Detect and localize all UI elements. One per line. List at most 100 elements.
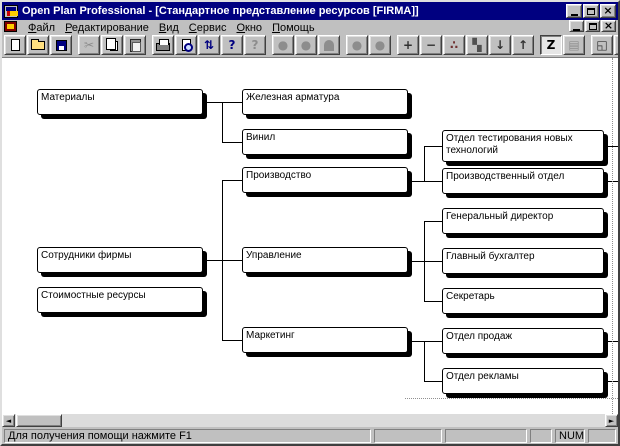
- minimize-button[interactable]: [566, 4, 582, 18]
- circle-icon: ●: [277, 38, 289, 52]
- link-nodes-button[interactable]: ∴: [443, 35, 465, 55]
- org-node-label: Винил: [246, 132, 276, 143]
- connector-line: [408, 181, 442, 182]
- org-node[interactable]: Секретарь: [442, 288, 604, 314]
- document-icon[interactable]: [4, 21, 17, 32]
- circle-button: ●: [272, 35, 294, 55]
- scroll-left-button[interactable]: ◄: [2, 414, 15, 427]
- status-panel: [530, 429, 552, 443]
- connector-line: [424, 146, 425, 181]
- connector-line: [222, 180, 223, 340]
- restore-icon: [587, 7, 595, 15]
- notes-icon: ▤: [568, 38, 580, 52]
- menu-item-file[interactable]: Файл: [28, 21, 56, 34]
- tile-window-icon: ◱: [596, 38, 608, 52]
- window-controls: ×: [566, 4, 616, 18]
- close-button[interactable]: ×: [600, 4, 616, 18]
- minimize-icon: [573, 28, 580, 31]
- steps-button[interactable]: ▚: [466, 35, 488, 55]
- status-panel: [588, 429, 616, 443]
- org-node[interactable]: Маркетинг: [242, 327, 408, 353]
- status-panel: [445, 429, 527, 443]
- circle-button: ●: [346, 35, 368, 55]
- title-bar: Open Plan Professional - [Стандартное пр…: [2, 2, 618, 20]
- close-icon: ×: [603, 19, 614, 32]
- org-node[interactable]: Винил: [242, 129, 408, 155]
- copy-icon: [105, 38, 118, 51]
- org-node-label: Маркетинг: [246, 330, 295, 341]
- status-bar: Для получения помощи нажмите F1 NUM: [2, 427, 618, 444]
- menu-item-edit[interactable]: Редактирование: [65, 21, 149, 34]
- toolbar-group: [4, 35, 72, 55]
- org-node[interactable]: Производство: [242, 167, 408, 193]
- help-button[interactable]: ?: [221, 35, 243, 55]
- org-node-label: Секретарь: [446, 291, 495, 302]
- connector-line: [408, 341, 442, 342]
- zoom-z-button[interactable]: Z: [540, 35, 562, 55]
- arrow-down-button[interactable]: ↓: [489, 35, 511, 55]
- circle-help-button: ●: [295, 35, 317, 55]
- update-arrows-button[interactable]: ⇅: [198, 35, 220, 55]
- mdi-child-controls: ×: [569, 20, 616, 32]
- new-document-button[interactable]: [4, 35, 26, 55]
- status-help-text: Для получения помощи нажмите F1: [4, 429, 371, 443]
- org-node[interactable]: Генеральный директор: [442, 208, 604, 234]
- org-node[interactable]: Материалы: [37, 89, 203, 115]
- plus-button[interactable]: +: [397, 35, 419, 55]
- close-button[interactable]: ×: [601, 20, 616, 32]
- connector-line: [608, 181, 618, 182]
- notes-button: ▤: [563, 35, 585, 55]
- scrollbar-track[interactable]: [15, 414, 605, 427]
- restore-button[interactable]: [583, 4, 599, 18]
- scroll-right-button[interactable]: ►: [605, 414, 618, 427]
- org-node[interactable]: Сотрудники фирмы: [37, 247, 203, 273]
- connector-line: [608, 146, 618, 147]
- context-help-icon: ?: [251, 38, 259, 52]
- org-node[interactable]: Производственный отдел: [442, 168, 604, 194]
- circle-help-icon: ●: [300, 38, 312, 52]
- app-icon[interactable]: [4, 4, 18, 18]
- menu-item-window[interactable]: Окно: [236, 21, 263, 34]
- menu-item-tools[interactable]: Сервис: [188, 21, 227, 34]
- toolbar-group: ✂: [78, 35, 146, 55]
- org-node[interactable]: Отдел тестирования новых технологий: [442, 130, 604, 162]
- open-folder-button[interactable]: [27, 35, 49, 55]
- org-node[interactable]: Стоимостные ресурсы: [37, 287, 203, 313]
- scrollbar-thumb[interactable]: [16, 414, 62, 427]
- cascade-window-button[interactable]: ◳: [614, 35, 618, 55]
- menu-item-view[interactable]: Вид: [158, 21, 179, 34]
- connector-line: [222, 142, 242, 143]
- minimize-icon: [570, 13, 578, 16]
- tile-window-button[interactable]: ◱: [591, 35, 613, 55]
- copy-button[interactable]: [101, 35, 123, 55]
- org-node[interactable]: Отдел продаж: [442, 328, 604, 354]
- print-preview-button[interactable]: [175, 35, 197, 55]
- org-node-label: Материалы: [41, 92, 95, 103]
- paste-button: [124, 35, 146, 55]
- save-button[interactable]: [50, 35, 72, 55]
- connector-line: [424, 301, 442, 302]
- menu-item-help[interactable]: Помощь: [272, 21, 315, 34]
- connector-line: [424, 341, 425, 381]
- minimize-button[interactable]: [569, 20, 584, 32]
- org-node[interactable]: Отдел рекламы: [442, 368, 604, 394]
- num-indicator: NUM: [555, 429, 585, 443]
- toolbar-group: ◱◳: [591, 35, 618, 55]
- org-node[interactable]: Главный бухгалтер: [442, 248, 604, 274]
- org-node[interactable]: Железная арматура: [242, 89, 408, 115]
- restore-button[interactable]: [585, 20, 600, 32]
- minus-button[interactable]: −: [420, 35, 442, 55]
- toolbar: ✂⇅??●●●●+−∴▚↓↑Z▤◱◳: [2, 33, 618, 58]
- arch-button: [318, 35, 340, 55]
- link-nodes-icon: ∴: [449, 38, 459, 52]
- minus-icon: −: [425, 38, 437, 52]
- plus-icon: +: [402, 38, 414, 52]
- org-node[interactable]: Управление: [242, 247, 408, 273]
- print-button[interactable]: [152, 35, 174, 55]
- arrow-up-button[interactable]: ↑: [512, 35, 534, 55]
- connector-line: [424, 221, 442, 222]
- steps-icon: ▚: [472, 38, 482, 52]
- menu-bar-items: Файл Редактирование Вид Сервис Окно Помощь: [23, 18, 320, 36]
